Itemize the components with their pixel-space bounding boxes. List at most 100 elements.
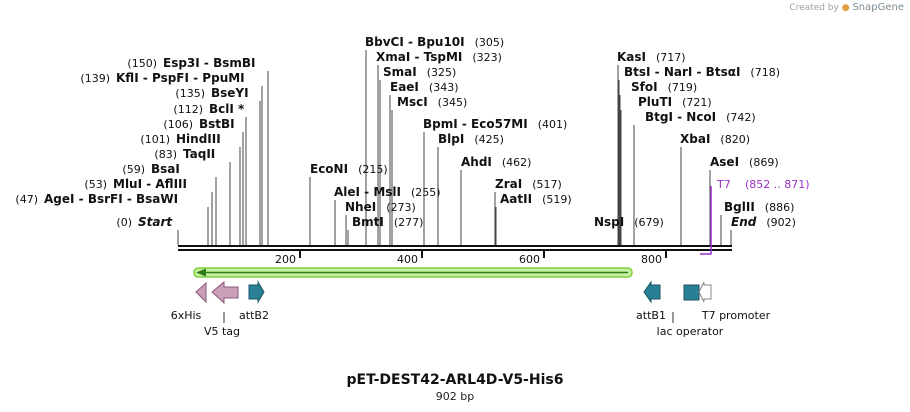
site-label[interactable]: BpmI - Eco57MI (401) (423, 117, 567, 131)
site-name: NheI (345, 200, 376, 214)
site-position: (517) (532, 178, 562, 191)
site-label[interactable]: NspI(679) (594, 215, 664, 229)
site-label[interactable]: SmaI (325) (383, 65, 456, 79)
site-label[interactable]: AatII (519) (500, 192, 572, 206)
site-label[interactable]: BglII (886) (724, 200, 794, 214)
site-name: BstBI (199, 117, 235, 131)
site-label[interactable]: BstBI(106) (163, 117, 234, 131)
site-label[interactable]: BtgI - NcoI (742) (645, 110, 756, 124)
site-position: (59) (122, 163, 145, 176)
site-label[interactable]: BbvCI - Bpu10I(305) (365, 35, 504, 49)
site-position: (150) (127, 57, 157, 70)
site-position: (886) (765, 201, 795, 214)
site-label[interactable]: TaqII(83) (154, 147, 215, 161)
ruler-label: 200 (275, 253, 296, 266)
ruler: 200 400 600 800 (275, 251, 667, 266)
site-position: (679) (634, 216, 664, 229)
site-label[interactable]: BtsI - NarI - BtsαI(718) (624, 65, 780, 79)
feature-label-attb1: attB1 (636, 309, 666, 322)
site-label[interactable]: BmtI (277) (352, 215, 423, 229)
plasmid-length: 902 bp (435, 390, 475, 403)
site-label[interactable]: ZraI (517) (495, 177, 562, 191)
site-name: Start (138, 215, 173, 229)
site-label[interactable]: BclI *(112) (173, 102, 245, 116)
site-label[interactable]: KasI(717) (617, 50, 686, 64)
site-position: (139) (80, 72, 110, 85)
ruler-label: 800 (641, 253, 662, 266)
site-name: AleI - MslI (334, 185, 401, 199)
site-label[interactable]: HindIII(101) (140, 132, 220, 146)
site-position: (425) (474, 133, 504, 146)
site-label[interactable]: MscI(345) (397, 95, 467, 109)
credit-prefix: Created by (789, 3, 839, 13)
site-position: (83) (154, 148, 177, 161)
site-name: PluTI (638, 95, 672, 109)
site-name: EcoNI (310, 162, 348, 176)
site-label[interactable]: NheI(273) (345, 200, 416, 214)
sequence-backbone (178, 245, 732, 251)
site-position: (902) (766, 216, 796, 229)
site-name: BtsI - NarI - BtsαI (624, 65, 740, 79)
site-position: (717) (656, 51, 686, 64)
site-label[interactable]: EcoNI(215) (310, 162, 388, 176)
site-name: SfoI (631, 80, 658, 94)
site-label[interactable]: SfoI(719) (631, 80, 697, 94)
site-label[interactable]: AgeI - BsrFI - BsaWI(47) (15, 192, 178, 206)
site-name: BpmI - Eco57MI (423, 117, 528, 131)
site-label[interactable]: AhdI(462) (461, 155, 531, 169)
feature-6xhis[interactable] (195, 281, 207, 304)
feature-t7-promoter[interactable] (698, 281, 712, 303)
feature-label-t7-promoter: T7 promoter (701, 309, 771, 322)
primer-name: T7 (716, 178, 731, 191)
site-label[interactable]: XmaI - TspMI(323) (376, 50, 502, 64)
site-name: BclI * (209, 102, 245, 116)
site-position: (519) (542, 193, 572, 206)
site-position: (401) (538, 118, 568, 131)
site-name: BbvCI - Bpu10I (365, 35, 465, 49)
site-label[interactable]: EaeI(343) (390, 80, 459, 94)
site-name: XmaI - TspMI (376, 50, 462, 64)
site-label[interactable]: MluI - AflIII(53) (84, 177, 187, 191)
site-position: (47) (15, 193, 38, 206)
site-name: HindIII (176, 132, 221, 146)
site-position: (255) (411, 186, 441, 199)
site-name: BtgI - NcoI (645, 110, 716, 124)
site-name: SmaI (383, 65, 417, 79)
site-labels: Start (0) AgeI - BsrFI - BsaWI(47)MluI - A… (15, 35, 796, 229)
feature-label-v5-tag: V5 tag (204, 325, 240, 338)
site-name: BmtI (352, 215, 384, 229)
site-name: BglII (724, 200, 755, 214)
site-name: BlpI (438, 132, 464, 146)
t7-primer[interactable]: T7 (852 .. 871) (700, 178, 810, 255)
site-position: (325) (427, 66, 457, 79)
feature-v5-tag[interactable] (211, 280, 239, 305)
site-position: (462) (502, 156, 532, 169)
site-name: ZraI (495, 177, 522, 191)
site-label[interactable]: PluTI(721) (638, 95, 712, 109)
site-label[interactable]: Start (0) (116, 215, 173, 229)
site-position: (135) (175, 87, 205, 100)
site-position: (277) (394, 216, 424, 229)
site-label[interactable]: BsaI(59) (122, 162, 179, 176)
site-position: (343) (429, 81, 459, 94)
site-name: BseYI (211, 86, 249, 100)
site-label[interactable]: KflI - PspFI - PpuMI(139) (80, 71, 244, 85)
site-label[interactable]: End (902) (731, 215, 796, 229)
orf-arrow[interactable] (193, 267, 633, 278)
site-label[interactable]: Esp3I - BsmBI(150) (127, 56, 255, 70)
site-position: (0) (116, 216, 132, 229)
site-label[interactable]: XbaI(820) (680, 132, 750, 146)
site-label[interactable]: AseI(869) (710, 155, 779, 169)
site-name: AatII (500, 192, 532, 206)
site-position: (869) (749, 156, 779, 169)
site-label[interactable]: BseYI (135) (175, 86, 248, 100)
ruler-label: 400 (397, 253, 418, 266)
site-label[interactable]: BlpI (425) (438, 132, 504, 146)
site-label[interactable]: AleI - MslI (255) (334, 185, 441, 199)
feature-attb2[interactable] (248, 280, 265, 304)
feature-connectors (223, 312, 674, 323)
feature-attb1[interactable] (643, 280, 661, 304)
site-position: (742) (726, 111, 756, 124)
feature-lac-operator[interactable] (683, 284, 700, 301)
site-name: End (731, 215, 757, 229)
